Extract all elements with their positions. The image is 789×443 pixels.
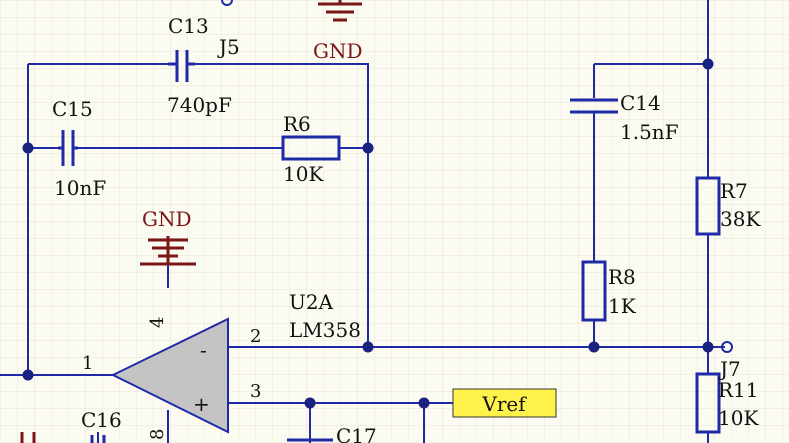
ground-symbol-left-bottom	[20, 432, 36, 443]
r11-value: 10K	[718, 406, 759, 430]
pin-4: 4	[147, 317, 168, 328]
r11-ref: R11	[718, 378, 759, 402]
gnd-label-top: GND	[313, 39, 363, 63]
pin-8: 8	[147, 429, 168, 440]
u2a-ref: U2A	[289, 290, 334, 314]
connector-j7-pin	[721, 341, 733, 353]
resistor-r6	[281, 135, 341, 161]
opamp-inverting-symbol: -	[200, 338, 207, 362]
r8-ref: R8	[608, 265, 636, 289]
r8-value: 1K	[608, 294, 637, 318]
junction-dot	[22, 369, 34, 381]
capacitor-c14	[570, 98, 618, 114]
pin-2: 2	[250, 326, 261, 347]
c13-ref: C13	[168, 14, 209, 38]
c14-value: 1.5nF	[620, 120, 679, 144]
opamp-u2a-body	[110, 317, 229, 434]
net-label-vref: Vref	[481, 392, 527, 416]
connector-pin-top	[221, 0, 233, 6]
c13-value: 740pF	[167, 93, 232, 117]
ground-symbol-top	[318, 0, 362, 22]
j5-label: J5	[217, 35, 240, 59]
r6-ref: R6	[283, 112, 311, 136]
junction-dot	[702, 58, 714, 70]
opamp-noninverting-symbol: +	[193, 392, 210, 416]
gnd-label-opamp: GND	[142, 207, 192, 231]
r7-value: 38K	[720, 207, 761, 231]
pin-1: 1	[82, 353, 93, 374]
c15-value: 10nF	[54, 176, 106, 200]
junction-dot	[418, 397, 430, 409]
c14-ref: C14	[620, 91, 661, 115]
net-label-vref-box	[452, 388, 557, 418]
c15-ref: C15	[52, 97, 93, 121]
junctions	[22, 58, 714, 409]
u2a-part: LM358	[289, 318, 361, 342]
r6-value: 10K	[283, 162, 324, 186]
junction-dot	[304, 397, 316, 409]
resistor-r11	[695, 372, 721, 434]
ground-symbol-opamp	[140, 236, 196, 266]
resistor-r7	[695, 176, 721, 236]
capacitor-c16	[90, 435, 106, 443]
r7-ref: R7	[720, 179, 748, 203]
wires	[0, 0, 725, 443]
j7-label: J7	[718, 357, 741, 381]
pin-3: 3	[250, 381, 261, 402]
junction-dot	[362, 341, 374, 353]
resistor-r8	[581, 260, 607, 322]
c17-ref: C17	[336, 424, 377, 443]
junction-dot	[362, 142, 374, 154]
junction-dot	[22, 142, 34, 154]
junction-dot	[588, 341, 600, 353]
junction-dot	[702, 341, 714, 353]
capacitor-c15	[58, 130, 78, 166]
c16-ref: C16	[81, 408, 122, 432]
capacitor-c13	[168, 50, 195, 82]
